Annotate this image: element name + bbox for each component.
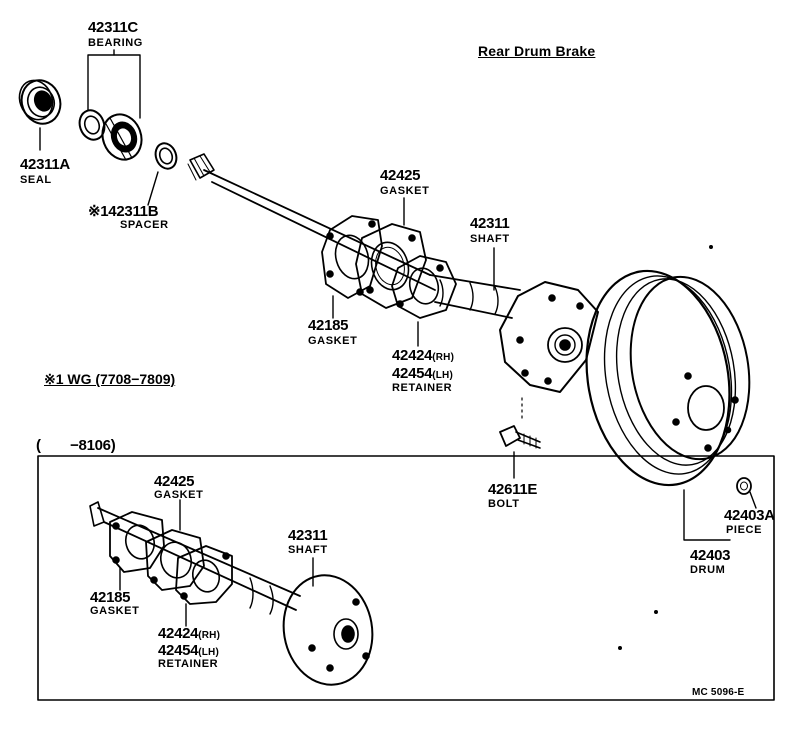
inset-frame [37, 455, 775, 701]
diagram-title: Rear Drum Brake [478, 43, 596, 59]
retainer-part [391, 255, 457, 319]
shaft-part [187, 153, 599, 393]
drum-name: DRUM [690, 564, 726, 576]
inset-retainer-part [175, 545, 233, 605]
inset-gasket-inner-number: 42185 [90, 589, 131, 606]
bolt-name: BOLT [488, 498, 520, 510]
shaft-number: 42311 [470, 215, 510, 232]
inset-gasket-inner-name: GASKET [90, 605, 140, 617]
inset-retainer-rh-number: 42424(RH) [158, 626, 220, 641]
bearing-name: BEARING [88, 37, 143, 49]
bolt-number: 42611E [488, 481, 538, 498]
gasket-outer-part [355, 223, 427, 309]
bearing-part [78, 109, 143, 161]
seal-name: SEAL [20, 174, 52, 186]
piece-number: 42403A [724, 507, 775, 524]
shaft-name: SHAFT [470, 233, 510, 245]
inset-shaft-name: SHAFT [288, 544, 328, 556]
retainer-lh-number-text: 42454 [392, 365, 433, 382]
reference-code: MC 5096-E [692, 687, 745, 698]
inset-retainer-lh-suffix: (LH) [198, 647, 220, 658]
spacer-part [154, 142, 178, 170]
inset-retainer-name: RETAINER [158, 658, 219, 670]
retainer-lh-number: 42454(LH) [392, 366, 453, 381]
inset-gasket-outer-number: 42425 [154, 473, 195, 490]
retainer-rh-number: 42424(RH) [392, 348, 454, 363]
inset-shaft-part [89, 501, 374, 686]
inset-retainer-lh-number: 42454(LH) [158, 643, 219, 658]
retainer-rh-number-text: 42424 [392, 347, 433, 364]
gasket-inner-part [321, 215, 383, 299]
inset-shaft-number: 42311 [288, 527, 328, 544]
variant-note: ※1 WG (7708−7809) [44, 371, 176, 387]
spacer-name: SPACER [120, 219, 169, 231]
seal-number: 42311A [20, 156, 70, 173]
bearing-number: 42311C [88, 19, 138, 36]
drum-part [585, 269, 751, 487]
inset-gasket-outer-name: GASKET [154, 489, 204, 501]
inset-retainer-rh-suffix: (RH) [198, 630, 221, 641]
piece-part [736, 477, 752, 495]
gasket-inner-number: 42185 [308, 317, 349, 334]
inset-retainer-lh-number-text: 42454 [158, 642, 199, 659]
drum-number: 42403 [690, 547, 731, 564]
retainer-name: RETAINER [392, 382, 453, 394]
gasket-outer-name: GASKET [380, 185, 430, 197]
retainer-rh-suffix: (RH) [432, 352, 455, 363]
inset-range-label: ( −8106) [36, 437, 116, 454]
piece-name: PIECE [726, 524, 763, 536]
inset-gasket-inner-part [109, 511, 165, 573]
seal-part [18, 79, 62, 125]
gasket-outer-number: 42425 [380, 167, 421, 184]
retainer-lh-suffix: (LH) [432, 370, 454, 381]
inset-gasket-outer-part [145, 529, 205, 591]
gasket-inner-name: GASKET [308, 335, 358, 347]
spacer-number: ※142311B [88, 203, 159, 220]
inset-retainer-rh-number-text: 42424 [158, 625, 199, 642]
bolt-part [499, 425, 541, 449]
